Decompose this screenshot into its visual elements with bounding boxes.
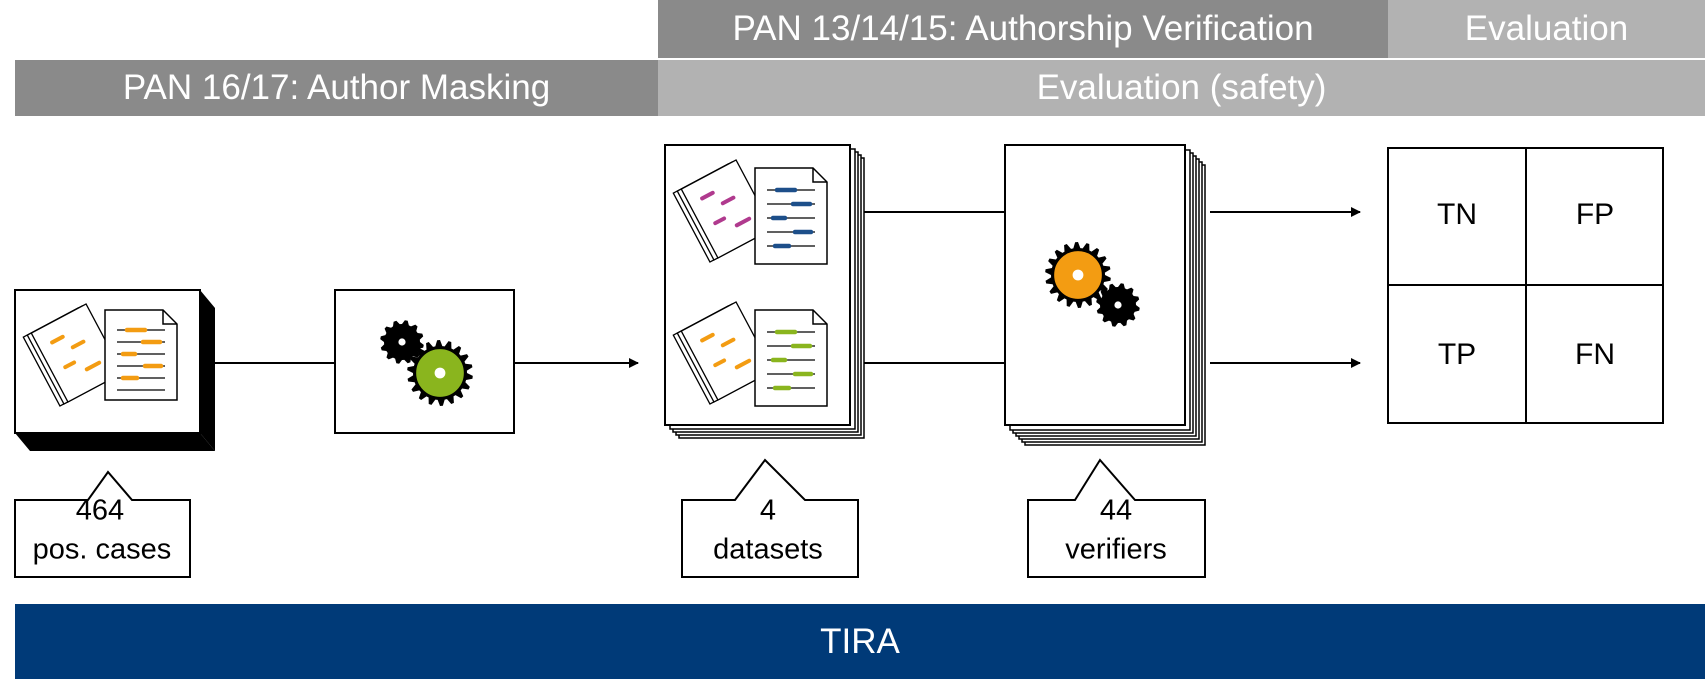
author-masking-header: PAN 16/17: Author Masking — [15, 60, 658, 116]
matrix-cell-tp: TP — [1438, 338, 1476, 371]
datasets-stack — [664, 144, 865, 439]
authorship-verification-header-text: PAN 13/14/15: Authorship Verification — [732, 9, 1314, 48]
corpus-document-icon — [104, 309, 178, 401]
corpus-papers-icon — [22, 303, 124, 407]
dataset-document-icon-top — [754, 167, 828, 265]
callout-verifiers-count: 44 — [1100, 495, 1132, 527]
dataset-papers-icon-top — [672, 159, 774, 263]
obfuscator-box-frame — [334, 289, 515, 434]
callout-datasets-count: 4 — [760, 495, 776, 527]
dataset-document-icon-bottom — [754, 309, 828, 407]
callout-cases-count: 464 — [76, 495, 124, 527]
callout-verifiers-label: verifiers — [1065, 534, 1167, 566]
callout-cases: 464 pos. cases — [14, 470, 191, 578]
callout-verifiers: 44 verifiers — [1027, 458, 1206, 578]
matrix-cell-tn: TN — [1437, 198, 1477, 231]
verifiers-stack — [1004, 144, 1206, 446]
callout-datasets-label: datasets — [713, 534, 823, 566]
tira-platform-label: TIRA — [820, 621, 900, 661]
evaluation-header-text: Evaluation — [1464, 9, 1629, 48]
black-gear-icon — [380, 320, 424, 364]
matrix-cell-fp: FP — [1576, 198, 1614, 231]
evaluation-safety-header: Evaluation (safety) — [658, 60, 1705, 116]
authorship-verification-header: PAN 13/14/15: Authorship Verification — [658, 0, 1388, 58]
green-gear-icon — [407, 340, 473, 406]
small-black-gear-icon — [1096, 283, 1140, 327]
corpus-box — [14, 289, 215, 451]
author-masking-header-text: PAN 16/17: Author Masking — [122, 68, 551, 107]
connectors — [210, 207, 1361, 368]
evaluation-safety-header-text: Evaluation (safety) — [1036, 68, 1327, 107]
orange-gear-icon — [1045, 242, 1111, 308]
corpus-box-side — [200, 290, 215, 451]
callout-datasets: 4 datasets — [681, 458, 859, 578]
corpus-box-shadow — [15, 433, 215, 451]
evaluation-header: Evaluation — [1388, 0, 1705, 58]
tira-platform-bar: TIRA — [15, 604, 1705, 679]
verifiers-stack-front — [1004, 144, 1186, 426]
obfuscator-box — [334, 289, 515, 434]
matrix-cell-fn: FN — [1575, 338, 1615, 371]
callout-cases-label: pos. cases — [33, 534, 172, 566]
dataset-papers-icon-bottom — [672, 301, 774, 405]
confusion-matrix: TN FP TP FN — [1387, 147, 1664, 424]
